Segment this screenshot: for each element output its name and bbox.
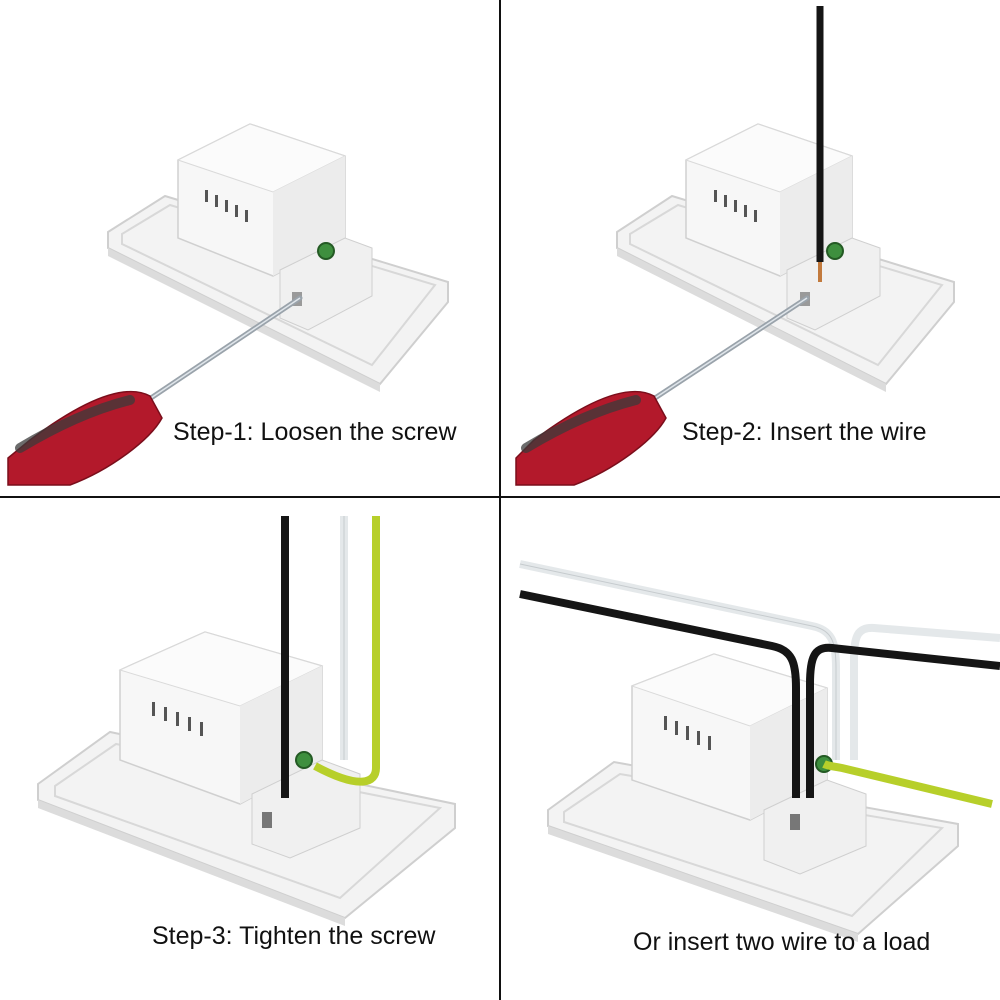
- white-wire-2: [850, 623, 1000, 760]
- ground-screw-icon: [295, 751, 313, 769]
- step-2-caption: Step-2: Insert the wire: [682, 418, 927, 446]
- wall-plate: [37, 730, 456, 926]
- wires: [519, 560, 1000, 808]
- load-illustration: [519, 560, 1000, 942]
- black-wire-1: [519, 590, 800, 798]
- black-wire-2: [806, 643, 1000, 798]
- switch-module: [176, 123, 373, 331]
- terminal-screw-icon: [790, 814, 800, 830]
- screwdriver: [7, 295, 303, 486]
- load-panel: Or insert two wire to a load: [502, 498, 1000, 1000]
- ground-screw-icon: [317, 242, 335, 260]
- ground-screw-icon: [826, 242, 844, 260]
- switch-module: [684, 123, 881, 331]
- step-1-illustration: [7, 123, 449, 486]
- step-1-panel: Step-1: Loosen the screw: [0, 0, 500, 496]
- switch-module: [118, 631, 361, 859]
- vertical-divider: [499, 0, 501, 1000]
- step-2-panel: Step-2: Insert the wire: [502, 0, 1000, 496]
- screwdriver: [515, 295, 810, 486]
- step-3-panel: Step-3: Tighten the screw: [0, 498, 500, 1000]
- step-3-caption: Step-3: Tighten the screw: [152, 922, 436, 950]
- wires: [281, 516, 380, 798]
- load-caption: Or insert two wire to a load: [633, 928, 931, 956]
- wall-plate: [547, 760, 959, 942]
- yellow-green-wire: [822, 760, 993, 808]
- step-1-caption: Step-1: Loosen the screw: [173, 418, 457, 446]
- step-2-illustration: [515, 6, 955, 486]
- terminal-screw-icon: [262, 812, 272, 828]
- horizontal-divider: [0, 496, 1000, 498]
- yellow-green-wire: [313, 516, 380, 786]
- step-3-illustration: [37, 516, 456, 926]
- switch-module: [630, 653, 867, 875]
